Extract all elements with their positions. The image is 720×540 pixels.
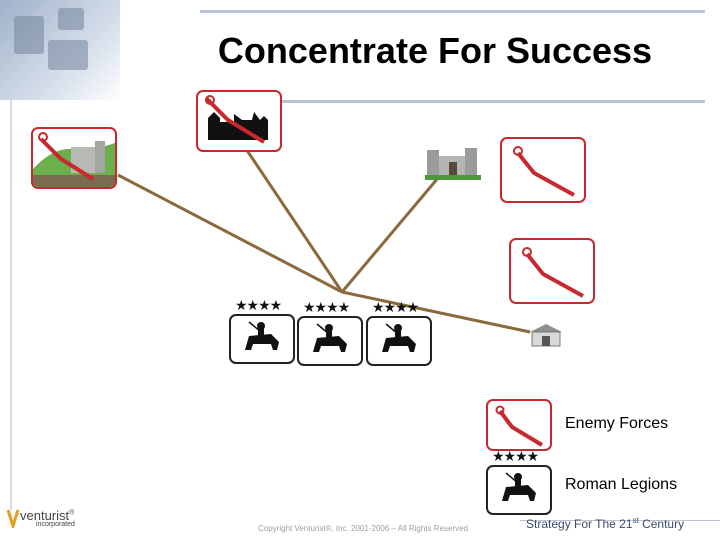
venturist-logo-subtitle: incorporated	[36, 521, 75, 528]
line-to-temple	[341, 290, 531, 334]
stone-castle-icon	[425, 148, 481, 180]
legend-legion-card	[486, 465, 552, 515]
legend-legion-label: Roman Legions	[565, 476, 678, 493]
line-to-left-castle	[117, 173, 343, 294]
roman-legion-card	[297, 316, 363, 366]
legend-legion-stars: ★★★★	[492, 448, 539, 464]
line-to-top-fort	[238, 139, 344, 293]
enemy-card-right-1	[500, 137, 586, 203]
legend-enemy-label: Enemy Forces	[565, 415, 669, 432]
horseman-icon	[313, 323, 347, 352]
horseman-icon	[245, 321, 279, 350]
title-underline	[200, 100, 705, 103]
legion-stars: ★★★★	[372, 299, 419, 315]
horseman-icon	[382, 323, 416, 352]
left-rule	[10, 100, 12, 510]
top-rule	[200, 10, 705, 13]
sword-icon	[513, 146, 575, 197]
venturist-logo: venturist®	[20, 508, 75, 523]
line-to-right-castle	[340, 177, 440, 293]
legend-enemy-card	[486, 399, 552, 451]
legion-stars: ★★★★	[303, 299, 350, 315]
fort-silhouette-icon	[204, 95, 268, 144]
footer-rule	[520, 520, 720, 521]
enemy-card-top	[196, 90, 282, 152]
footer-tagline: Strategy For The 21st Century	[526, 516, 685, 531]
sword-icon	[495, 405, 544, 447]
page-title: Concentrate For Success	[217, 30, 653, 71]
castle-on-hill-icon	[33, 132, 115, 187]
legion-stars: ★★★★	[235, 297, 282, 313]
venturist-logo-icon	[6, 509, 20, 528]
enemy-card-right-2	[509, 238, 595, 304]
copyright-notice: Copyright Venturist®, Inc. 2001-2006 – A…	[258, 524, 469, 533]
enemy-card-left	[31, 127, 117, 189]
roman-legion-card	[229, 314, 295, 364]
temple-icon	[530, 324, 562, 347]
corner-photo	[0, 0, 120, 100]
horseman-icon	[502, 472, 536, 501]
roman-legion-card	[366, 316, 432, 366]
sword-icon	[522, 247, 584, 298]
